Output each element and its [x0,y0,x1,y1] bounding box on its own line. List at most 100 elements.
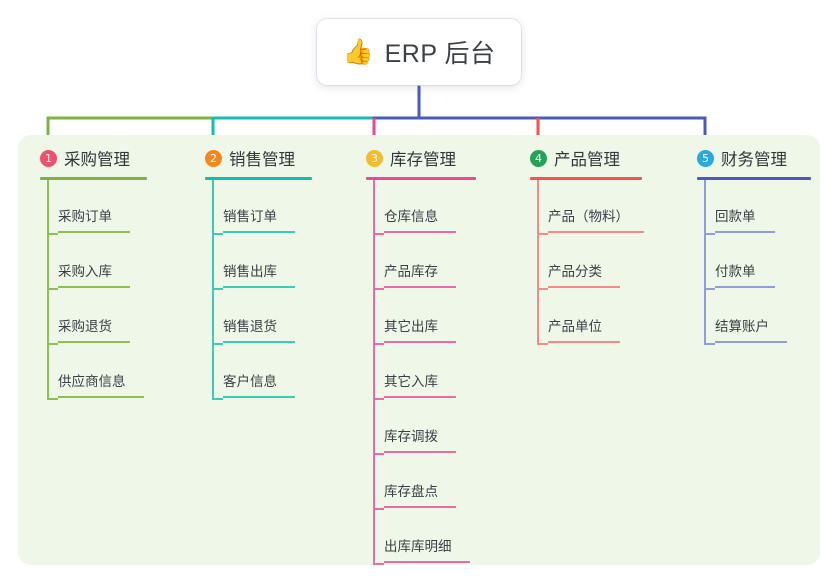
column-header-5[interactable]: 5 财务管理 [697,146,811,170]
column-items: 产品（物料） 产品分类产品单位 [530,180,644,345]
menu-item-elbow [537,233,548,235]
menu-item-elbow [373,233,384,235]
menu-item-rule [384,231,456,233]
menu-item[interactable]: 产品（物料） [530,180,644,235]
badge-number-icon: 1 [40,149,57,167]
badge-number-icon: 5 [697,149,714,167]
column-title: 财务管理 [721,151,787,169]
menu-item-label: 销售订单 [223,209,277,225]
menu-item-label: 客户信息 [223,374,277,390]
column-spine [212,180,214,400]
menu-item[interactable]: 供应商信息 [40,345,147,400]
menu-item-elbow [373,398,384,400]
menu-item[interactable]: 库存盘点 [366,455,476,510]
column-title: 产品管理 [554,151,620,169]
menu-item-elbow [704,343,715,345]
menu-item[interactable]: 采购订单 [40,180,147,235]
menu-item-label: 出库库明细 [384,539,452,555]
menu-item[interactable]: 采购退货 [40,290,147,345]
menu-item-elbow [373,288,384,290]
menu-item-elbow [212,343,223,345]
menu-item[interactable]: 出库库明细 [366,510,476,565]
menu-item-elbow [537,343,548,345]
menu-item-label: 采购退货 [58,319,112,335]
menu-item[interactable]: 销售订单 [205,180,312,235]
menu-item[interactable]: 仓库信息 [366,180,476,235]
menu-item-elbow [212,233,223,235]
menu-item[interactable]: 结算账户 [697,290,811,345]
menu-item[interactable]: 产品库存 [366,235,476,290]
column-title: 销售管理 [229,151,295,169]
menu-item-rule [715,286,775,288]
column-3: 3 库存管理仓库信息产品库存其它出库其它入库库存调拨库存盘点出库库明细 [366,146,476,565]
menu-item-label: 销售退货 [223,319,277,335]
menu-item-label: 销售出库 [223,264,277,280]
menu-item[interactable]: 产品分类 [530,235,644,290]
menu-item-rule [223,231,295,233]
menu-item[interactable]: 库存调拨 [366,400,476,455]
menu-item-rule [715,231,775,233]
menu-item[interactable]: 其它出库 [366,290,476,345]
menu-item-label: 其它出库 [384,319,438,335]
menu-item-elbow [373,508,384,510]
menu-item-rule [384,561,470,563]
column-items: 仓库信息产品库存其它出库其它入库库存调拨库存盘点出库库明细 [366,180,476,565]
column-title: 库存管理 [390,151,456,169]
column-header-4[interactable]: 4 产品管理 [530,146,644,170]
menu-item-elbow [373,343,384,345]
menu-item-elbow [47,398,58,400]
menu-item-rule [548,341,620,343]
menu-item-label: 库存调拨 [384,429,438,445]
menu-item-elbow [212,398,223,400]
menu-item-rule [384,286,456,288]
column-spine [47,180,49,400]
column-header-3[interactable]: 3 库存管理 [366,146,476,170]
menu-item-rule [223,286,295,288]
root-title: ERP 后台 [384,40,496,68]
column-header-rule [40,177,147,180]
menu-item[interactable]: 客户信息 [205,345,312,400]
menu-item[interactable]: 付款单 [697,235,811,290]
menu-item-rule [58,286,130,288]
menu-item-label: 采购订单 [58,209,112,225]
menu-item[interactable]: 产品单位 [530,290,644,345]
menu-item-rule [548,231,644,233]
badge-number-icon: 3 [366,149,383,167]
root-node-erp-backend[interactable]: 👍 ERP 后台 [317,19,521,85]
column-5: 5 财务管理回款单付款单结算账户 [697,146,811,345]
menu-item-rule [715,341,787,343]
menu-item-elbow [212,288,223,290]
column-header-rule [366,177,476,180]
menu-item-elbow [47,343,58,345]
column-spine [537,180,539,345]
menu-item-elbow [537,288,548,290]
menu-item-rule [58,231,130,233]
badge-number-icon: 4 [530,149,547,167]
menu-item[interactable]: 销售退货 [205,290,312,345]
menu-item-rule [58,341,130,343]
modules-panel [18,135,820,565]
menu-item-rule [223,396,295,398]
menu-item[interactable]: 采购入库 [40,235,147,290]
menu-item-elbow [373,453,384,455]
menu-item-rule [384,396,456,398]
menu-item-label: 产品库存 [384,264,438,280]
column-4: 4 产品管理产品（物料） 产品分类产品单位 [530,146,644,345]
menu-item-label: 回款单 [715,209,756,225]
column-header-rule [205,177,312,180]
menu-item-elbow [373,563,384,565]
menu-item[interactable]: 其它入库 [366,345,476,400]
menu-item-label: 产品单位 [548,319,602,335]
column-items: 销售订单销售出库销售退货客户信息 [205,180,312,400]
column-spine [704,180,706,345]
menu-item[interactable]: 回款单 [697,180,811,235]
menu-item-label: 产品分类 [548,264,602,280]
menu-item-label: 库存盘点 [384,484,438,500]
menu-item-elbow [704,288,715,290]
menu-item-label: 供应商信息 [58,374,126,390]
menu-item-rule [384,341,456,343]
menu-item[interactable]: 销售出库 [205,235,312,290]
